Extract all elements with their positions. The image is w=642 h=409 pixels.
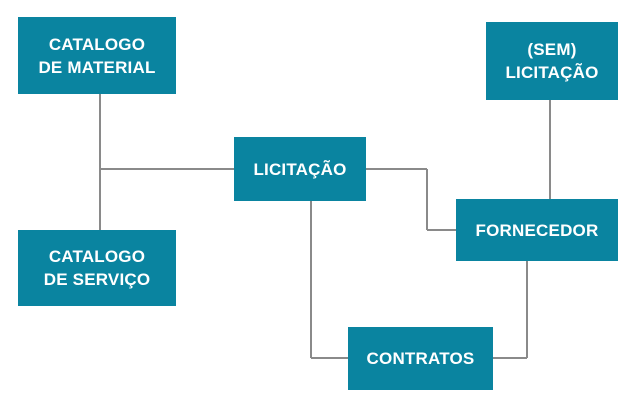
- node-label: CATALOGO DE MATERIAL: [38, 34, 156, 77]
- node-label: FORNECEDOR: [475, 220, 599, 240]
- node-label: CONTRATOS: [366, 349, 475, 368]
- node-contratos: CONTRATOS: [348, 327, 493, 390]
- node-label: (SEM) LICITAÇÃO: [505, 40, 599, 82]
- node-label: CATALOGO DE SERVIÇO: [43, 247, 151, 289]
- node-sem-licitacao: (SEM) LICITAÇÃO: [486, 22, 618, 100]
- node-catalogo-de-servico: CATALOGO DE SERVIÇO: [18, 230, 176, 306]
- node-licitacao: LICITAÇÃO: [234, 137, 366, 201]
- node-fornecedor: FORNECEDOR: [456, 199, 618, 261]
- node-label: LICITAÇÃO: [253, 159, 347, 179]
- node-catalogo-de-material: CATALOGO DE MATERIAL: [18, 17, 176, 94]
